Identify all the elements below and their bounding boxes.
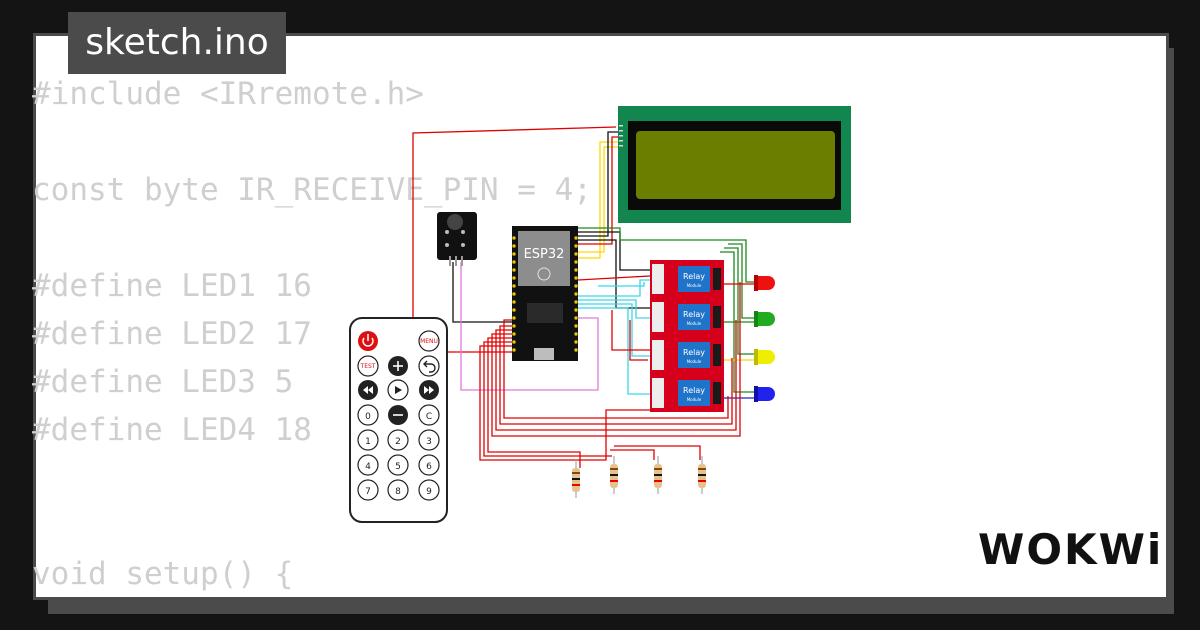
esp32-board: ESP32 (512, 226, 578, 361)
digit-2-label: 2 (395, 437, 401, 447)
relay-label: Relay (683, 386, 705, 395)
relay-module-3: Relay Module (650, 336, 724, 374)
esp32-label: ESP32 (524, 247, 565, 262)
relay-label: Relay (683, 348, 705, 357)
resistor (610, 456, 618, 494)
led-blue (754, 386, 775, 402)
digit-5-label: 5 (395, 462, 401, 472)
menu-button-label: MENU (420, 338, 438, 345)
relay-sublabel: Module (687, 359, 702, 364)
relay-label: Relay (683, 310, 705, 319)
digit-7-label: 7 (365, 487, 371, 497)
power-icon (362, 334, 374, 347)
relay-module-1: Relay Module (650, 260, 724, 298)
play-icon (395, 386, 402, 394)
digit-9-label: 9 (426, 487, 432, 497)
resistor (572, 460, 580, 498)
rewind-icon (363, 386, 373, 394)
fast-forward-icon (424, 386, 434, 394)
digit-0-label: 0 (365, 412, 371, 422)
led-red (754, 275, 775, 291)
code-line: const byte IR_RECEIVE_PIN = 4; (32, 172, 592, 208)
plus-icon (393, 361, 403, 371)
digit-8-label: 8 (395, 487, 401, 497)
led-green (754, 311, 775, 327)
digit-4-label: 4 (365, 462, 371, 472)
back-icon (423, 360, 436, 373)
code-line: #define LED1 16 (32, 268, 312, 304)
ir-receiver (437, 212, 477, 266)
relay-sublabel: Module (687, 283, 702, 288)
code-line: #include <IRremote.h> (32, 76, 424, 112)
digit-3-label: 3 (426, 437, 432, 447)
digit-1-label: 1 (365, 437, 371, 447)
digit-6-label: 6 (426, 462, 432, 472)
test-button-label: TEST (360, 363, 376, 370)
led-yellow (754, 349, 775, 365)
code-line: void setup() { (32, 556, 294, 592)
relay-label: Relay (683, 272, 705, 281)
code-background: #include <IRremote.h> const byte IR_RECEI… (32, 70, 592, 598)
lcd-display (618, 106, 851, 223)
relay-module-2: Relay Module (650, 298, 724, 336)
resistor (654, 456, 662, 494)
relay-module-4: Relay Module (650, 374, 724, 412)
resistor (698, 456, 706, 494)
code-line: #define LED2 17 (32, 316, 312, 352)
code-line: #define LED4 18 (32, 412, 312, 448)
relay-sublabel: Module (687, 321, 702, 326)
clear-button-label: C (426, 412, 432, 422)
ir-remote: MENU TEST 0 (349, 317, 448, 523)
resistors (572, 456, 706, 498)
relay-sublabel: Module (687, 397, 702, 402)
file-tab[interactable]: sketch.ino (68, 12, 286, 74)
code-line: #define LED3 5 (32, 364, 294, 400)
wokwi-logo: WOKWi (978, 525, 1164, 574)
